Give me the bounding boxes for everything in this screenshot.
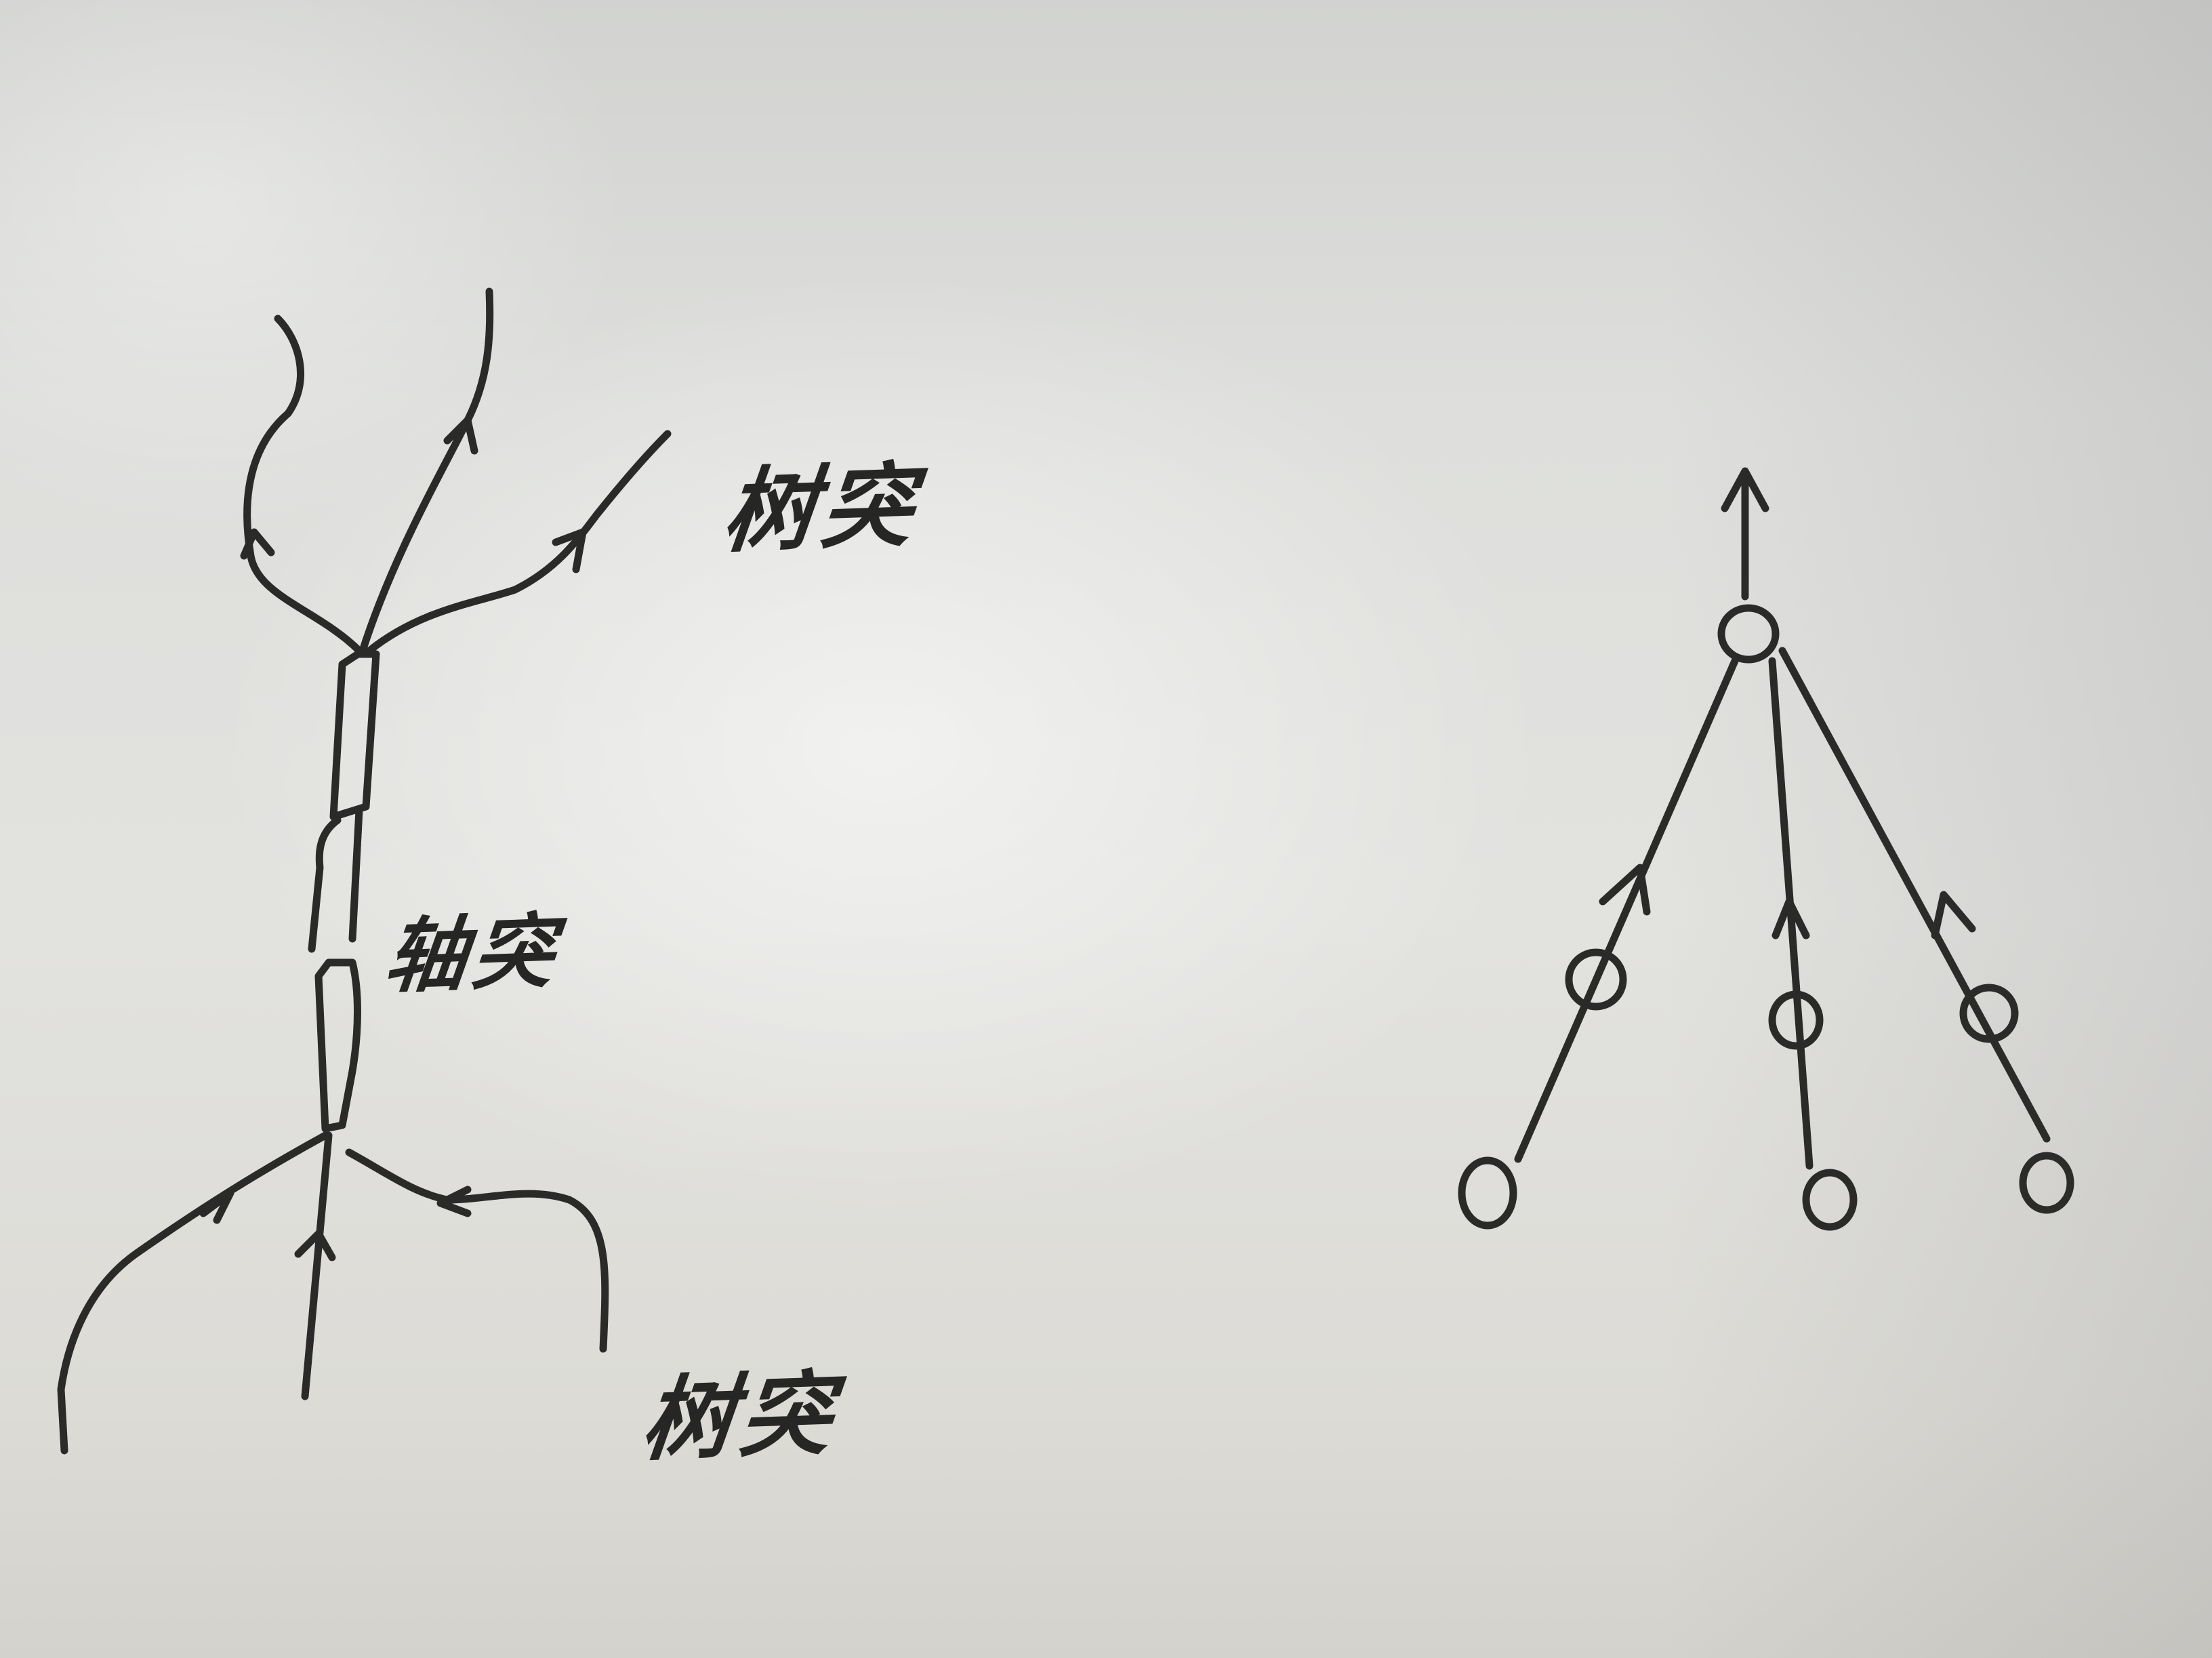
arrow-edge-right bbox=[1931, 891, 1976, 939]
dendrite-branch-right bbox=[365, 430, 672, 655]
axon-segment-2 bbox=[308, 816, 342, 953]
dendrite-bottom-center bbox=[301, 1131, 333, 1400]
axon-segment-2b bbox=[348, 806, 363, 943]
arrow-right-branch bbox=[552, 528, 587, 573]
arrow-edge-left bbox=[1599, 864, 1651, 916]
dendrite-branch-left bbox=[243, 315, 363, 655]
arrow-bottom-center bbox=[294, 1230, 336, 1261]
node-middle-bottom bbox=[1802, 1169, 1858, 1231]
node-right-mid bbox=[1959, 984, 2019, 1043]
dendrite-bottom-left bbox=[57, 1131, 329, 1455]
dendrite-branch-middle bbox=[359, 287, 494, 655]
node-left-bottom bbox=[1458, 1156, 1517, 1230]
node-right-bottom bbox=[2019, 1152, 2074, 1214]
arrow-bottom-left bbox=[199, 1189, 234, 1224]
edge-left bbox=[1514, 657, 1739, 1163]
node-middle-mid bbox=[1768, 990, 1824, 1050]
arrow-bottom-right bbox=[436, 1186, 472, 1217]
axon-segment-3 bbox=[314, 958, 361, 1133]
axon-segment-1 bbox=[329, 650, 380, 821]
node-left-mid bbox=[1565, 948, 1627, 1011]
root-node bbox=[1717, 604, 1780, 664]
label-axon: 轴突 bbox=[380, 904, 565, 1005]
arrow-middle-branch bbox=[443, 416, 478, 455]
arrow-left-branch bbox=[240, 528, 275, 560]
edge-middle bbox=[1768, 657, 1814, 1170]
label-dendrite-top: 树突 bbox=[718, 452, 924, 565]
label-dendrite-bottom: 树突 bbox=[636, 1360, 843, 1474]
edge-right bbox=[1778, 647, 2051, 1143]
output-arrowhead bbox=[1721, 467, 1769, 512]
arrow-edge-middle bbox=[1771, 897, 1810, 939]
dendrite-bottom-right bbox=[345, 1148, 609, 1353]
